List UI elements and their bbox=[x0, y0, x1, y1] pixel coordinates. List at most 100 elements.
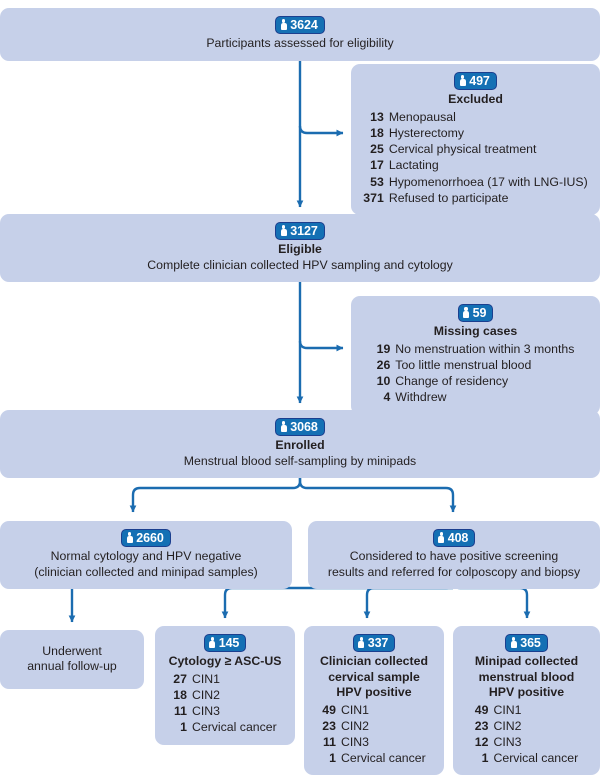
node-positive-screening-referred: 408 Considered to have positive screenin… bbox=[308, 521, 600, 590]
node-excluded: 497 Excluded 13 Menopausal 18 Hysterecto… bbox=[351, 64, 600, 215]
node-title-excluded: Excluded bbox=[448, 92, 503, 107]
item-count: 26 bbox=[376, 357, 391, 372]
list-item: 1 Cervical cancer bbox=[322, 750, 426, 766]
count-value: 3068 bbox=[290, 419, 318, 434]
badge-row-excluded: 497 bbox=[361, 71, 590, 91]
count-value: 408 bbox=[447, 530, 469, 545]
node-line1-positive: Considered to have positive screening bbox=[349, 549, 559, 564]
list-item: 1 Cervical cancer bbox=[173, 719, 277, 735]
node-line1-followup: Underwent bbox=[42, 644, 102, 658]
item-label: Menopausal bbox=[388, 109, 456, 124]
item-count: 11 bbox=[322, 735, 336, 750]
count-badge-minipad: 365 bbox=[505, 633, 548, 652]
badge-row-missing: 59 bbox=[361, 303, 590, 323]
person-icon bbox=[280, 421, 287, 433]
badge-row-enrolled: 3068 bbox=[10, 417, 590, 437]
item-count: 19 bbox=[376, 341, 391, 356]
badge-row-assessed: 3624 bbox=[10, 15, 590, 35]
count-value: 365 bbox=[520, 635, 541, 650]
person-icon bbox=[463, 307, 470, 319]
badge-row-eligible: 3127 bbox=[10, 221, 590, 241]
list-item: 53 Hypomenorrhoea (17 with LNG-IUS) bbox=[363, 174, 588, 190]
list-item: 4 Withdrew bbox=[377, 389, 575, 405]
item-count: 1 bbox=[329, 751, 336, 766]
node-eligible: 3127 Eligible Complete clinician collect… bbox=[0, 214, 600, 283]
count-value: 3127 bbox=[290, 223, 318, 238]
item-count: 49 bbox=[322, 702, 336, 717]
node-clinician-collected-hpv-positive: 337 Clinician collected cervical sample … bbox=[304, 626, 444, 775]
count-value: 3624 bbox=[290, 17, 318, 32]
item-label: CIN2 bbox=[191, 687, 220, 702]
item-count: 1 bbox=[180, 720, 187, 735]
node-line2-positive: results and referred for colposcopy and … bbox=[327, 564, 581, 579]
excluded-reason-list: 13 Menopausal 18 Hysterectomy 25 Cervica… bbox=[363, 109, 587, 206]
item-label: Refused to participate bbox=[388, 190, 509, 205]
node-missing-cases: 59 Missing cases 19 No menstruation with… bbox=[351, 296, 600, 415]
clinician-outcome-list: 49 CIN1 23 CIN2 11 CIN3 1 Cervical cance… bbox=[322, 702, 425, 767]
node-title-line1-minipad: Minipad collected bbox=[474, 654, 579, 669]
person-icon bbox=[280, 19, 287, 31]
node-title-cytology: Cytology ≥ ASC-US bbox=[168, 654, 282, 669]
item-label: CIN3 bbox=[493, 735, 522, 750]
count-badge-enrolled: 3068 bbox=[275, 417, 325, 436]
count-value: 145 bbox=[218, 635, 240, 650]
count-badge-eligible: 3127 bbox=[275, 221, 325, 240]
node-title-line3-clinician: HPV positive bbox=[336, 685, 412, 700]
item-label: Cervical cancer bbox=[340, 751, 426, 766]
item-count: 25 bbox=[370, 142, 384, 157]
count-value: 497 bbox=[469, 73, 490, 88]
count-badge-missing: 59 bbox=[457, 303, 494, 322]
person-icon bbox=[438, 532, 445, 544]
item-label: No menstruation within 3 months bbox=[395, 341, 575, 356]
count-badge-positive: 408 bbox=[432, 528, 476, 547]
node-title-line2-minipad: menstrual blood bbox=[478, 669, 575, 684]
flowchart-canvas: 3624 Participants assessed for eligibili… bbox=[0, 8, 600, 775]
badge-row-negative: 2660 bbox=[10, 528, 282, 548]
cytology-outcome-list: 27 CIN1 18 CIN2 11 CIN3 1 Cervical cance… bbox=[173, 671, 276, 736]
item-count: 27 bbox=[173, 671, 187, 686]
item-label: Change of residency bbox=[395, 374, 509, 389]
node-line1-negative: Normal cytology and HPV negative bbox=[50, 549, 242, 564]
item-count: 49 bbox=[474, 702, 489, 717]
item-count: 23 bbox=[474, 718, 489, 733]
node-title-assessed: Participants assessed for eligibility bbox=[206, 36, 394, 51]
list-item: 11 CIN3 bbox=[322, 734, 425, 750]
item-count: 371 bbox=[363, 190, 384, 205]
item-count: 17 bbox=[370, 158, 384, 173]
item-count: 53 bbox=[370, 174, 384, 189]
count-value: 59 bbox=[472, 305, 487, 320]
person-icon bbox=[459, 75, 466, 87]
list-item: 12 CIN3 bbox=[475, 734, 578, 750]
list-item: 26 Too little menstrual blood bbox=[377, 357, 575, 373]
list-item: 371 Refused to participate bbox=[363, 190, 587, 206]
list-item: 1 Cervical cancer bbox=[475, 750, 579, 766]
count-badge-assessed: 3624 bbox=[275, 15, 325, 34]
list-item: 11 CIN3 bbox=[173, 703, 276, 719]
node-minipad-collected-hpv-positive: 365 Minipad collected menstrual blood HP… bbox=[453, 626, 600, 775]
badge-row-clinician: 337 bbox=[314, 633, 434, 653]
item-count: 18 bbox=[173, 687, 187, 702]
person-icon bbox=[510, 637, 517, 649]
item-count: 12 bbox=[474, 735, 489, 750]
item-label: CIN3 bbox=[340, 735, 369, 750]
node-normal-cytology-hpv-negative: 2660 Normal cytology and HPV negative (c… bbox=[0, 521, 292, 590]
list-item: 25 Cervical physical treatment bbox=[363, 141, 587, 157]
person-icon bbox=[126, 532, 133, 544]
item-label: Cervical cancer bbox=[493, 751, 579, 766]
badge-row-minipad: 365 bbox=[463, 633, 590, 653]
item-label: CIN3 bbox=[191, 704, 220, 719]
node-title-line3-minipad: HPV positive bbox=[488, 685, 565, 700]
item-label: Cervical physical treatment bbox=[388, 142, 537, 157]
item-label: Too little menstrual blood bbox=[395, 357, 532, 372]
list-item: 23 CIN2 bbox=[322, 718, 425, 734]
node-cytology-asc-us: 145 Cytology ≥ ASC-US 27 CIN1 18 CIN2 11… bbox=[155, 626, 295, 745]
item-count: 10 bbox=[376, 374, 391, 389]
item-label: CIN1 bbox=[191, 671, 220, 686]
count-badge-excluded: 497 bbox=[454, 71, 497, 90]
node-participants-assessed: 3624 Participants assessed for eligibili… bbox=[0, 8, 600, 61]
count-value: 337 bbox=[367, 635, 389, 650]
person-icon bbox=[280, 225, 287, 237]
count-badge-clinician: 337 bbox=[352, 633, 396, 652]
node-enrolled: 3068 Enrolled Menstrual blood self-sampl… bbox=[0, 410, 600, 479]
person-icon bbox=[358, 637, 365, 649]
